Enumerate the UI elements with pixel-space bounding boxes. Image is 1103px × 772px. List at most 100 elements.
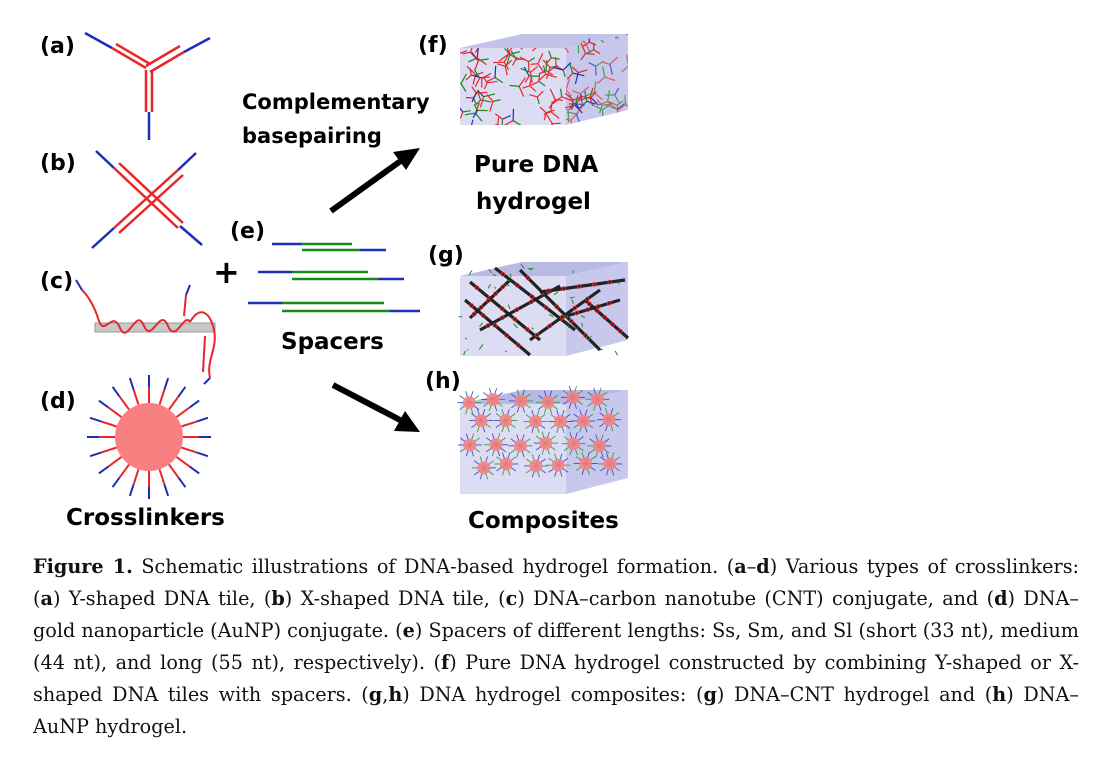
caption-segment: Schematic illustrations of DNA-based hyd… (132, 555, 735, 578)
network-strand (564, 104, 576, 109)
dna-strand-blue (111, 386, 121, 398)
spacer-strand (492, 273, 496, 277)
dna-wrap-mark (516, 342, 521, 348)
network-strand (545, 70, 554, 76)
network-strand (469, 67, 472, 76)
panel-label-d: (d) (40, 389, 76, 414)
network-strand (625, 104, 628, 111)
network-strand (580, 53, 587, 61)
caption-segment: f (440, 651, 450, 674)
network-strand (625, 54, 628, 67)
complementary-label-line1: Complementary (242, 90, 430, 114)
spacer-strand (520, 263, 525, 269)
network-strand (473, 60, 480, 72)
caption-segment: c (505, 587, 518, 610)
network-strand (538, 72, 541, 82)
embedded-nanoparticle (513, 439, 527, 453)
network-strand (552, 96, 563, 105)
carbon-nanotube-rod (539, 278, 626, 294)
network-strand (508, 53, 520, 60)
dna-strand-red (118, 395, 130, 411)
network-strand (616, 100, 624, 106)
composites-label: Composites (468, 508, 619, 534)
pure-dna-hydrogel-cube (460, 22, 628, 130)
network-strand (602, 66, 606, 78)
pure-hydrogel-label-line1: Pure DNA (474, 152, 599, 178)
dna-strand-red (168, 463, 180, 479)
caption-segment: a (734, 555, 747, 578)
embedded-nanoparticle (590, 392, 604, 406)
network-strand (497, 123, 508, 125)
dna-wrap-mark (486, 298, 491, 303)
network-strand (477, 90, 485, 98)
network-strand (494, 77, 504, 84)
spacer-strand (591, 282, 596, 287)
plus-sign: + (213, 253, 240, 291)
dna-wrap-mark (546, 288, 551, 294)
dna-wrap-mark (528, 299, 534, 305)
network-strand (568, 62, 574, 74)
network-strand (504, 66, 508, 76)
network-strand (474, 102, 480, 114)
network-strand (524, 75, 530, 83)
caption-segment: ) Spacers of different lengths: Ss, Sm, … (33, 619, 1079, 674)
embedded-nanoparticle (499, 414, 513, 428)
dna-strand-blue (163, 484, 170, 497)
network-strand (593, 49, 600, 55)
network-strand (588, 61, 596, 67)
arrow-to-pure-hydrogel (329, 148, 420, 214)
spacer-strand (580, 315, 586, 319)
network-strand (489, 101, 494, 112)
dna-wrap-mark (500, 284, 506, 290)
network-strand (498, 53, 509, 62)
spacer-strand (531, 327, 534, 330)
caption-segment: d (994, 587, 1008, 610)
gold-nanoparticle (115, 403, 183, 471)
dna-wrap-mark (493, 291, 498, 296)
dna-wrap-mark (617, 328, 623, 334)
spacer-strand (506, 279, 511, 282)
dna-strand-blue (196, 416, 209, 423)
network-strand (593, 92, 603, 101)
network-strand (538, 73, 547, 82)
embedded-nanoparticle (499, 457, 513, 471)
network-strand (593, 81, 597, 93)
x-shaped-dna-tile (91, 150, 203, 249)
network-strand (597, 76, 606, 84)
dna-strand-red (181, 446, 197, 454)
network-strand (462, 110, 471, 113)
network-strand (460, 73, 468, 84)
network-strand (583, 92, 595, 97)
dna-strand-blue (177, 386, 187, 398)
panel-label-h: (h) (425, 369, 461, 394)
caption-segment: ) DNA–CNT hydrogel and ( (716, 683, 993, 706)
network-strand (460, 111, 464, 119)
network-strand (621, 65, 628, 73)
network-strand (617, 104, 626, 111)
network-strand (542, 59, 551, 68)
network-strand (566, 46, 569, 54)
network-strand (476, 91, 488, 94)
dna-strand-blue (111, 476, 121, 488)
embedded-nanoparticle (541, 395, 555, 409)
network-strand (566, 111, 577, 115)
network-strand (460, 104, 464, 113)
network-strand (548, 65, 557, 72)
network-strand (566, 105, 569, 111)
network-strand (479, 96, 485, 108)
network-strand (539, 106, 547, 114)
caption-segment: ) DNA–carbon nanotube (CNT) conjugate, a… (517, 587, 995, 610)
network-strand (559, 88, 563, 97)
embedded-nanoparticle (592, 439, 606, 453)
network-strand (518, 86, 525, 97)
network-strand (460, 127, 471, 130)
network-strand (460, 83, 467, 92)
dna-strand-red (107, 406, 123, 418)
embedded-nanoparticle (489, 438, 503, 452)
caption-segment: ) Various types of crosslinkers: ( (33, 555, 1080, 610)
network-strand (589, 41, 597, 46)
network-strand (510, 50, 517, 60)
network-strand (482, 22, 489, 32)
spacer-strand (463, 350, 466, 356)
dna-wrap-mark (515, 283, 520, 288)
